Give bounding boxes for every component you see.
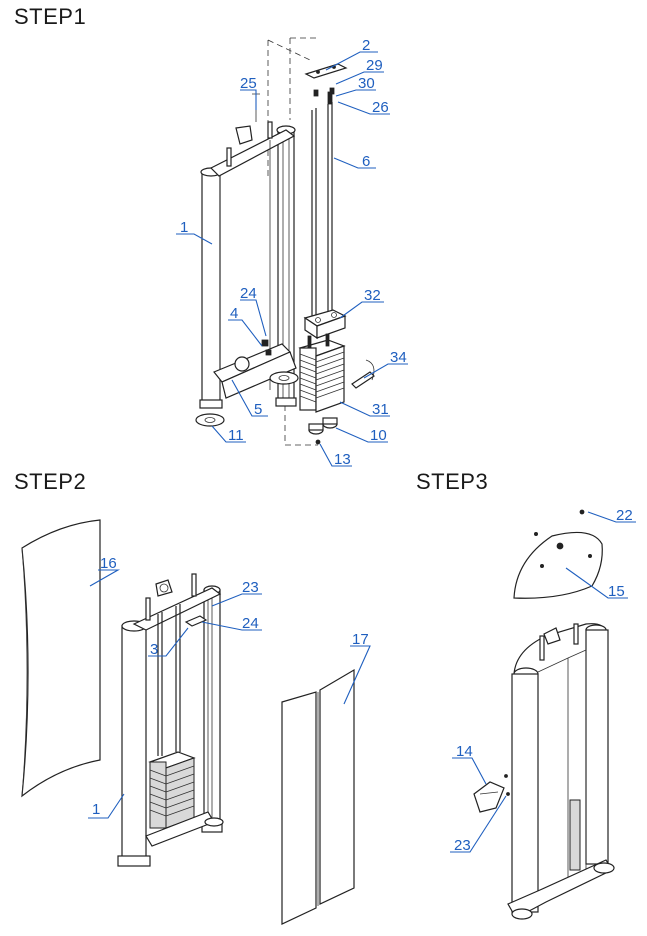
callout-25: 25 <box>240 75 257 92</box>
step3-drawing <box>473 509 615 920</box>
callout-24: 24 <box>242 615 259 632</box>
callout-34: 34 <box>390 349 407 366</box>
callout-10: 10 <box>370 427 387 444</box>
callout-23: 23 <box>454 837 471 854</box>
callout-32: 32 <box>364 287 381 304</box>
step2-weight-lines <box>149 765 195 817</box>
callout-17: 17 <box>352 631 369 648</box>
callout-14: 14 <box>456 743 473 760</box>
callout-15: 15 <box>608 583 625 600</box>
step2-callouts: 16 23 24 3 17 1 <box>88 555 371 819</box>
callout-16: 16 <box>100 555 117 572</box>
callout-26: 26 <box>372 99 389 116</box>
weight-stack-lines <box>299 351 345 403</box>
callout-22: 22 <box>616 507 633 524</box>
callout-1: 1 <box>92 801 100 818</box>
step1-title: STEP1 <box>14 4 87 29</box>
callout-6: 6 <box>362 153 370 170</box>
callout-3: 3 <box>150 641 158 658</box>
step3-title: STEP3 <box>416 469 489 494</box>
callout-11: 11 <box>228 427 244 444</box>
step1-callouts: 2 29 30 26 25 6 1 24 32 4 34 5 31 11 10 … <box>176 37 408 468</box>
step1-drawing <box>195 37 375 446</box>
step2-drawing <box>21 519 355 925</box>
callout-24: 24 <box>240 285 257 302</box>
callout-4: 4 <box>230 305 238 322</box>
callout-13: 13 <box>334 451 351 468</box>
callout-23: 23 <box>242 579 259 596</box>
step2-title: STEP2 <box>14 469 87 494</box>
callout-5: 5 <box>254 401 262 418</box>
step3-callouts: 22 15 14 23 <box>450 507 636 854</box>
callout-30: 30 <box>358 75 375 92</box>
callout-1: 1 <box>180 219 188 236</box>
callout-31: 31 <box>372 401 389 418</box>
callout-29: 29 <box>366 57 383 74</box>
callout-2: 2 <box>362 37 370 54</box>
